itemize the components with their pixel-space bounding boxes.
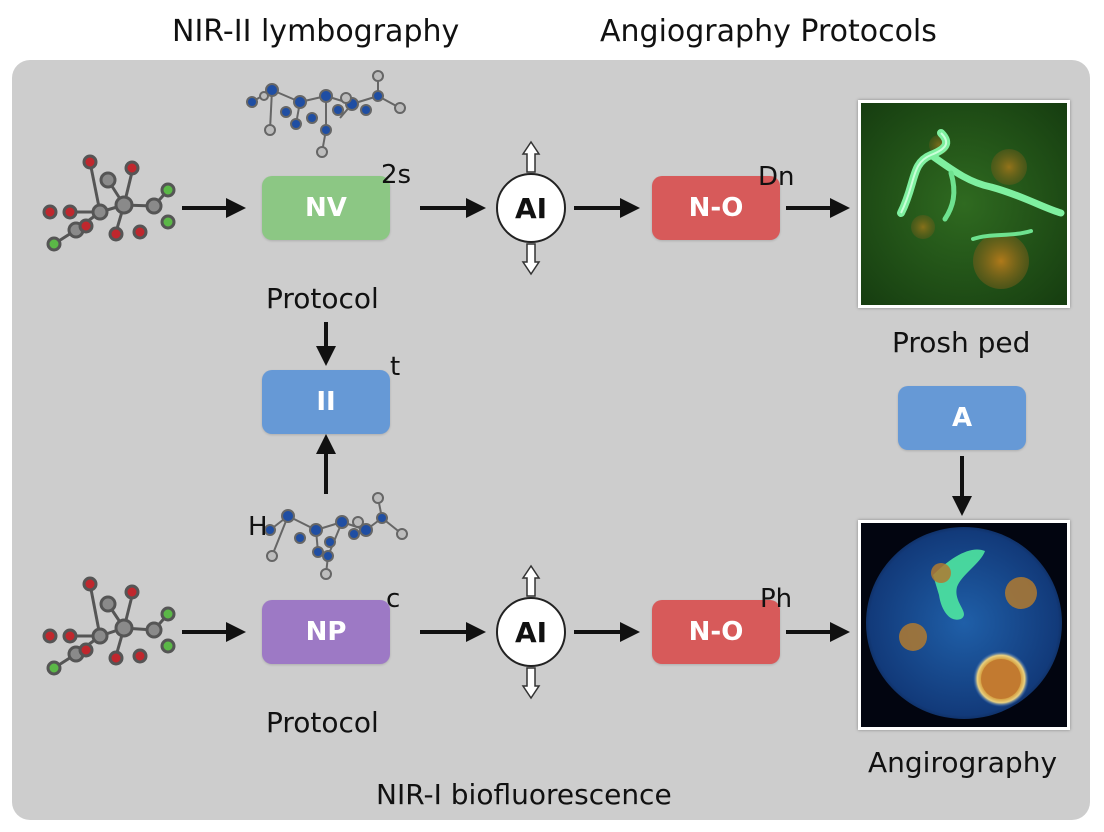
np-box: NP — [262, 600, 390, 664]
title-left: NIR-II lymbography — [172, 14, 460, 49]
fluorescence-image-bottom — [858, 520, 1070, 730]
fluorescence-image-top — [858, 100, 1070, 308]
ii-box: II — [262, 370, 390, 434]
protocol-label-top: Protocol — [266, 282, 379, 315]
image-caption-top: Prosh ped — [892, 326, 1031, 359]
title-right: Angiography Protocols — [600, 14, 937, 49]
footer-label: NIR-I biofluorescence — [376, 778, 672, 811]
nv-note: 2s — [381, 160, 412, 190]
ai-node-bottom: AI — [496, 597, 566, 667]
ai-node-top: AI — [496, 173, 566, 243]
no-box-top: N-O — [652, 176, 780, 240]
ii-note: t — [390, 352, 401, 382]
np-note: c — [386, 584, 401, 614]
blue-vessel-image — [861, 523, 1067, 727]
protocol-label-bottom: Protocol — [266, 706, 379, 739]
image-caption-bottom: Angirography — [868, 746, 1058, 779]
a-box: A — [898, 386, 1026, 450]
molecule-note: H — [248, 512, 268, 542]
no-box-bottom: N-O — [652, 600, 780, 664]
nv-box: NV — [262, 176, 390, 240]
no-note-top: Dn — [758, 162, 795, 192]
no-note-bottom: Ph — [760, 584, 793, 614]
green-vessel-image — [861, 103, 1067, 305]
